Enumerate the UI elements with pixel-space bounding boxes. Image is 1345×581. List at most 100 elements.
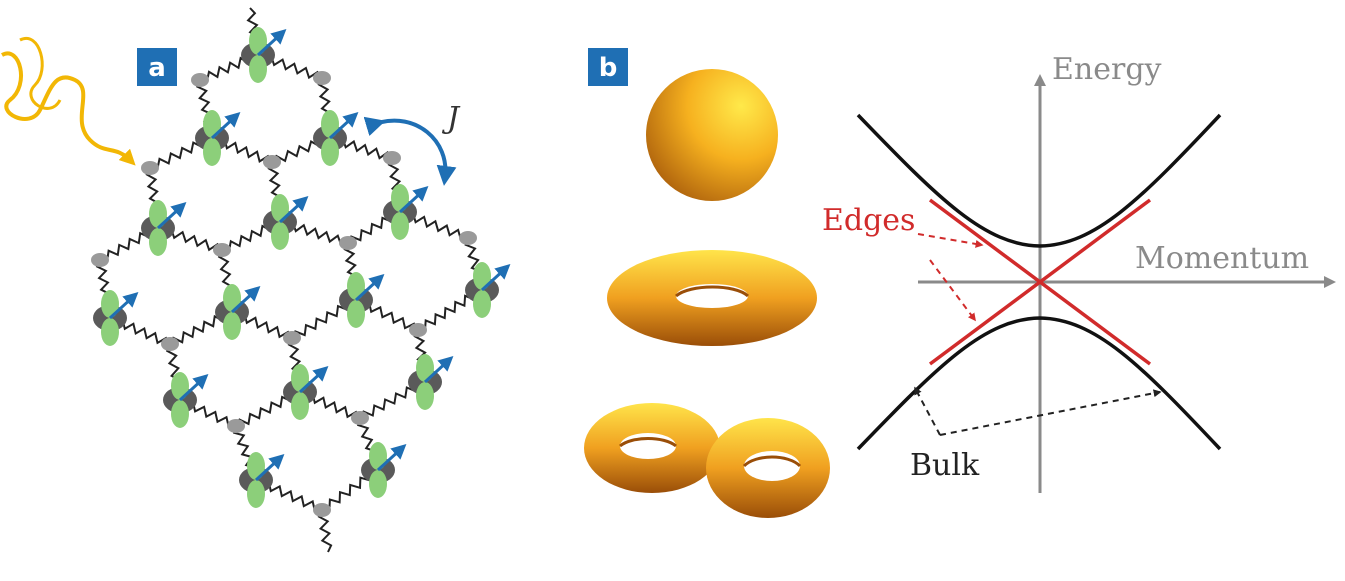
orbital-lobe — [171, 372, 189, 400]
energy-axis-label: Energy — [1052, 52, 1162, 87]
edges-label: Edges — [822, 203, 915, 238]
panel-a-label-box — [137, 48, 177, 86]
lattice-link-node — [141, 161, 159, 175]
lattice-bonds — [95, 7, 486, 553]
orbital-lobe — [473, 290, 491, 318]
valence-band — [856, 316, 1222, 451]
lattice-atom — [141, 200, 187, 256]
orbital-lobe — [369, 442, 387, 470]
spin-arrow-icon — [398, 185, 429, 214]
orbital-lobe — [223, 284, 241, 312]
orbital-lobe — [271, 194, 289, 222]
lattice-link-node — [91, 253, 109, 267]
lattice-atom — [408, 354, 454, 410]
lattice-link-node — [283, 331, 301, 345]
torus-shape — [607, 250, 817, 346]
orbital-lobe — [473, 262, 491, 290]
spin-arrow-icon — [480, 263, 511, 292]
orbital-lobe — [347, 300, 365, 328]
orbital-lobe — [291, 364, 309, 392]
lattice-atoms — [93, 27, 511, 508]
edges-pointer — [929, 259, 976, 322]
lattice-atom — [239, 452, 285, 508]
lattice-link-node — [161, 337, 179, 351]
lattice-atom — [263, 194, 309, 250]
lattice-link-node — [227, 419, 245, 433]
lattice-atom — [215, 284, 261, 340]
orbital-lobe — [203, 138, 221, 166]
momentum-axis-label: Momentum — [1135, 241, 1309, 276]
orbital-lobe — [416, 382, 434, 410]
lattice-atom — [93, 290, 139, 346]
orbital-lobe — [416, 354, 434, 382]
orbital-lobe — [369, 470, 387, 498]
lattice-atom — [383, 184, 429, 240]
orbital-lobe — [247, 480, 265, 508]
spin-arrow-icon — [254, 453, 285, 482]
lattice-link-node — [313, 71, 331, 85]
orbital-lobe — [149, 228, 167, 256]
orbital-lobe — [321, 138, 339, 166]
orbital-lobe — [347, 272, 365, 300]
orbital-lobe — [101, 318, 119, 346]
double-torus-shape — [584, 403, 830, 518]
bulk-pointer — [914, 386, 941, 436]
panel-b-label-box — [588, 48, 628, 86]
sphere-shape — [646, 69, 778, 201]
orbital-lobe — [249, 55, 267, 83]
lattice-link-node — [459, 231, 477, 245]
orbital-lobe — [171, 400, 189, 428]
orbital-lobe — [247, 452, 265, 480]
lattice-atom — [195, 110, 241, 166]
spin-arrow-icon — [376, 443, 407, 472]
spin-arrow-icon — [354, 273, 385, 302]
spin-arrow-icon — [230, 285, 261, 314]
lattice-atom — [361, 442, 407, 498]
spin-arrow-icon — [156, 201, 187, 230]
panel-a-label: a — [148, 53, 166, 83]
panel-a: a J — [1, 7, 511, 553]
spin-arrow-icon — [423, 355, 454, 384]
lattice-link-node — [351, 411, 369, 425]
orbital-lobe — [321, 110, 339, 138]
lattice-atom — [163, 372, 209, 428]
lattice-link-nodes — [91, 71, 477, 517]
orbital-lobe — [271, 222, 289, 250]
lattice-link-node — [263, 155, 281, 169]
lattice-link-node — [313, 503, 331, 517]
coupling-label: J — [441, 101, 461, 136]
orbital-lobe — [291, 392, 309, 420]
spin-arrow-icon — [178, 373, 209, 402]
bulk-pointer — [939, 389, 1162, 436]
orbital-lobe — [391, 212, 409, 240]
band-structure-plot: Energy Momentum Edges Bulk — [822, 52, 1336, 493]
spin-arrow-icon — [298, 365, 329, 394]
lattice-link-node — [191, 73, 209, 87]
lattice-atom — [339, 272, 385, 328]
curved-double-arrow-icon — [363, 116, 457, 186]
edges-pointer — [917, 233, 984, 248]
orbital-lobe — [149, 200, 167, 228]
orbital-lobe — [249, 27, 267, 55]
panel-b-label: b — [599, 53, 618, 83]
conduction-band — [856, 113, 1222, 248]
lattice-atom — [283, 364, 329, 420]
orbital-lobe — [101, 290, 119, 318]
lattice-atom — [241, 27, 287, 83]
edge-state-line — [928, 198, 1152, 366]
lattice-link-node — [409, 323, 427, 337]
spin-arrow-icon — [278, 195, 309, 224]
lattice-bond — [317, 509, 333, 553]
spin-arrow-icon — [328, 111, 359, 140]
lattice-link-node — [213, 243, 231, 257]
spin-arrow-icon — [210, 111, 241, 140]
wavy-light-icon — [1, 36, 136, 166]
lattice-atom — [313, 110, 359, 166]
spin-arrow-icon — [108, 291, 139, 320]
orbital-lobe — [203, 110, 221, 138]
lattice-atom — [465, 262, 511, 318]
spin-arrow-icon — [256, 28, 287, 57]
panel-b: b Energy Momentum — [584, 48, 1336, 518]
lattice-link-node — [339, 236, 357, 250]
